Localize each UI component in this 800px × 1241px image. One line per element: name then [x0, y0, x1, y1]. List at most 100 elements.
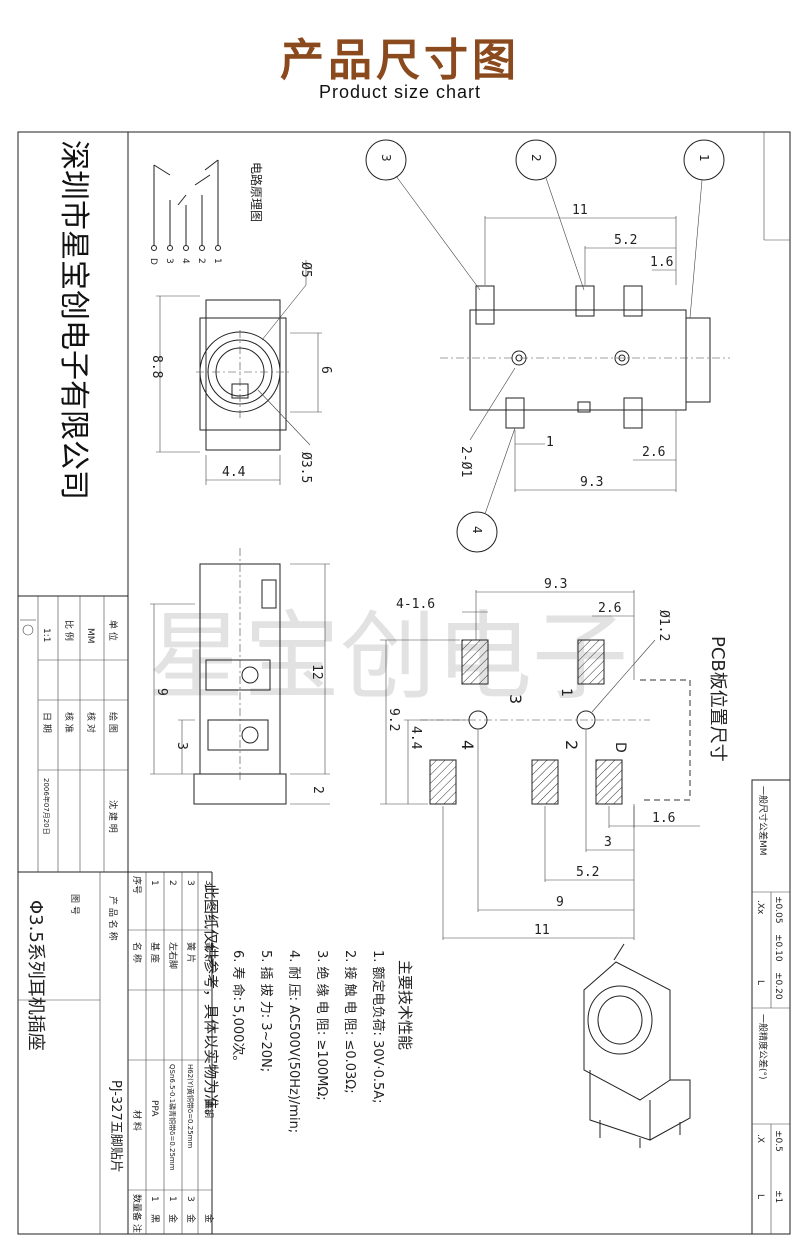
dim-label: Ø1.2	[656, 610, 671, 641]
tolerance-block: 一般尺寸公差MM ±0.05 ±0.10 ±0.20 .Xx L 一般精度公差(…	[755, 786, 783, 1203]
bom-cell: 鑫铜	[203, 1100, 215, 1118]
spec-item: 1. 额定电负荷: 30V·0.5A;	[370, 950, 385, 1104]
bom-cell: 1	[167, 1196, 177, 1202]
dim-label: 9.2	[386, 708, 401, 731]
tb-pname: 产 品 名 称	[107, 896, 119, 941]
bom-cell: 金	[185, 1214, 197, 1223]
dim-label: 9	[556, 895, 564, 910]
title-block: 单 位 MM 比 例 1:1 绘 图 核 对 核 准 日 期 沈 建 明 200…	[20, 619, 124, 1173]
tol-pv1: ±0.5	[773, 1130, 783, 1152]
tol-pv2: ±1	[773, 1190, 783, 1203]
dim-label: 1.6	[650, 255, 673, 270]
pcb-pin-label: 4	[458, 740, 477, 750]
dim-label: 5.2	[614, 233, 637, 248]
dim-label: 5.2	[576, 865, 599, 880]
tb-date: 日 期	[41, 712, 52, 733]
dim-label: 9.3	[580, 475, 603, 490]
spec-item: 3. 绝 缘 电 阻: ≥100MΩ;	[314, 950, 330, 1101]
watermark: 星宝创电子	[148, 601, 628, 713]
dim-label: 2-Ø1	[458, 446, 473, 477]
bom-cell: 2	[167, 880, 177, 886]
bom-cell: 簧 片	[203, 942, 215, 963]
bom-cell: 簧 片	[185, 942, 197, 963]
circuit-pin-label: 4	[180, 258, 190, 264]
dim-label: 6	[318, 366, 333, 374]
tol-general: 一般尺寸公差MM	[757, 786, 769, 856]
dim-label: 4-1.6	[396, 597, 435, 612]
dim-label: 9.3	[544, 577, 567, 592]
circuit-title: 电路原理图	[249, 162, 264, 222]
part-number: PJ-327五脚贴片	[108, 1080, 124, 1173]
circuit-pin-label: D	[148, 258, 158, 265]
dim-label: 8.8	[149, 355, 164, 378]
dim-label: 1.6	[652, 811, 675, 826]
dim-label: 9	[154, 688, 169, 696]
dim-label: 11	[572, 203, 588, 218]
dim-label: 2	[310, 786, 325, 794]
dim-label: 4.4	[222, 465, 246, 480]
tol-v3: ±0.20	[773, 972, 783, 1000]
tb-unit: 单 位	[107, 620, 119, 641]
specs-title: 主要技术性能	[396, 960, 414, 1050]
page-subtitle: Product size chart	[318, 82, 482, 102]
bom-cell: QSn6.5-0.1磷青铜带δ=0.25mm	[168, 1064, 177, 1171]
top-view: 11 5.2 1.6 1 2.6 9.3 2-Ø1 3 2 1 4	[365, 139, 730, 553]
tb-date-value: 2006年07月20日	[42, 778, 51, 835]
bom-cell: PPA	[149, 1100, 159, 1117]
bom-header: 数量	[131, 1194, 143, 1212]
tb-approve: 核 准	[63, 712, 75, 733]
specs-block: 主要技术性能 1. 额定电负荷: 30V·0.5A; 2. 接 触 电 阻: ≤…	[202, 884, 414, 1133]
dim-label: 4.4	[408, 726, 423, 750]
dim-label: 12	[309, 664, 324, 680]
spec-item: 6. 寿 命: 5,000次。	[230, 950, 246, 1068]
tb-check: 核 对	[85, 712, 97, 733]
company-name: 深圳市星宝创电子有限公司	[56, 140, 91, 500]
circuit-pin-label: 3	[164, 258, 174, 264]
circuit-pin-label: 2	[196, 258, 206, 264]
spec-note: 此图纸仅供参考，具体以实物为准。	[202, 884, 220, 1124]
dim-label: 3	[174, 742, 189, 750]
tol-precision: 一般精度公差(°)	[757, 1014, 769, 1080]
bom-table: 序号 名 称 材 料 数量 备 注 3 簧 片 鑫铜 金 3 簧 片 H62(Y…	[131, 876, 215, 1233]
tol-p2: L	[755, 1194, 765, 1199]
pcb-pin-label: 1	[558, 688, 574, 697]
tol-p1: .X	[755, 1134, 765, 1143]
dim-label: Ø3.5	[298, 452, 313, 483]
dim-label: 2.6	[598, 601, 621, 616]
product-3d-view	[583, 943, 691, 1148]
bom-cell: 1	[149, 880, 159, 886]
balloon-4: 4	[470, 526, 484, 534]
pcb-pin-label: D	[612, 742, 628, 753]
spec-item: 2. 接 触 电 阻: ≤0.03Ω;	[342, 950, 358, 1094]
bom-cell: 3	[185, 1196, 195, 1202]
bom-header: 名 称	[131, 942, 143, 963]
tol-v1: ±0.05	[773, 896, 783, 924]
bom-cell: 3	[203, 880, 213, 886]
bom-cell: 金	[167, 1214, 179, 1223]
tb-designer: 沈 建 明	[107, 800, 119, 833]
dim-label: 1	[546, 435, 554, 450]
pcb-title: PCB板位置尺寸	[707, 636, 728, 762]
tol-h3: L	[755, 980, 765, 985]
bom-cell: 基 座	[149, 942, 161, 963]
side-view: 12 9 3 2	[150, 548, 330, 805]
bom-cell: 黑	[149, 1214, 160, 1223]
circuit-pin-label: 1	[212, 258, 222, 264]
dim-label: 3	[604, 835, 612, 850]
front-view: Ø5 8.8 6 4.4 Ø3.5	[149, 260, 333, 485]
tb-scale-value: 1:1	[41, 628, 51, 642]
balloon-2: 2	[529, 154, 543, 162]
bom-cell: 1	[149, 1196, 159, 1202]
pcb-pin-label: 2	[562, 740, 581, 750]
tb-drawing-no: 图 号	[69, 894, 80, 915]
dim-label: 2.6	[642, 445, 665, 460]
tb-draw: 绘 图	[107, 712, 119, 733]
tb-scale: 比 例	[63, 620, 75, 641]
spec-item: 4. 耐 压: AC500V(50Hz)/min;	[286, 950, 301, 1133]
bom-header: 序号	[131, 876, 143, 894]
tol-h1: .Xx	[755, 900, 765, 915]
balloon-1: 1	[697, 154, 711, 162]
bom-cell: 金	[203, 1214, 215, 1223]
circuit-diagram: D 3 4 2 1 电路原理图	[148, 159, 264, 265]
